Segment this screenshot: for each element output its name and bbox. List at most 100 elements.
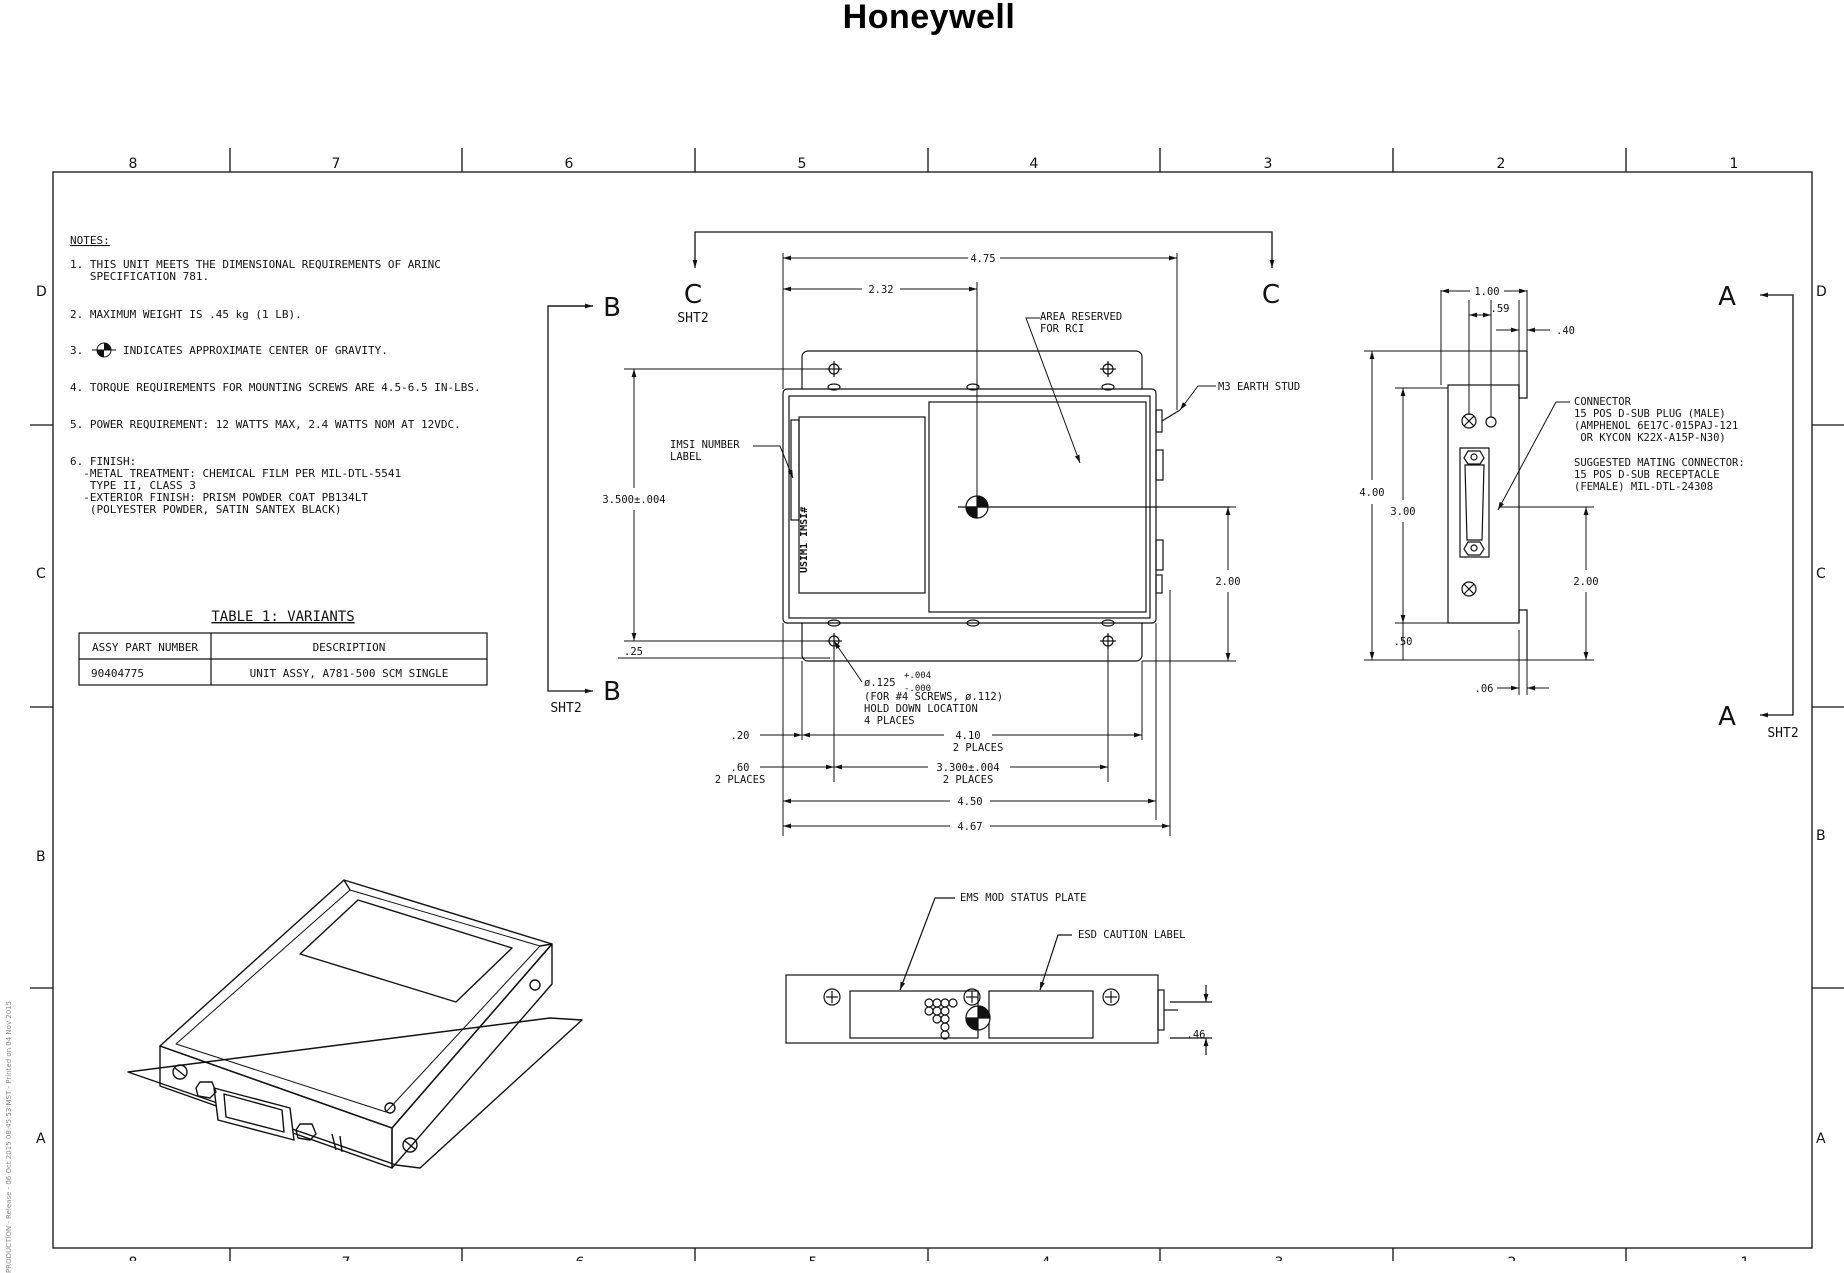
zone-right-a: A [1816,1131,1826,1147]
jackscrew-icon [295,1123,317,1141]
zone-top-1: 1 [1730,156,1739,172]
screw-icon [1461,413,1477,429]
imsi-label-text: USIM1 IMSI# [799,507,810,573]
screw-icon [529,979,541,991]
dim-2-00-side: 2.00 [1573,576,1598,588]
imsi-callout-1: IMSI NUMBER [670,439,740,451]
variants-table: TABLE 1: VARIANTS ASSY PART NUMBER DESCR… [78,609,488,686]
screw-icon [823,988,841,1006]
table-header-part: ASSY PART NUMBER [92,641,198,654]
note-6-line-1: 6. FINISH: [70,455,136,468]
zone-bottom-8: 8 [129,1255,138,1261]
section-a-arrows: A A SHT2 [1718,282,1799,741]
dim-2-32: 2.32 [868,284,893,296]
section-b-bottom: B [603,677,621,707]
dim-4-50: 4.50 [957,796,982,808]
screw-icon [172,1064,188,1080]
dim-4-10-places: 2 PLACES [953,742,1004,754]
section-a-top: A [1718,282,1736,312]
note-1-line-2: SPECIFICATION 781. [70,270,209,283]
zone-bottom-7: 7 [342,1255,351,1261]
imsi-callout-2: LABEL [670,451,702,463]
dim-2-00-top: 2.00 [1215,576,1240,588]
sheet-border [30,148,1844,1261]
zone-bottom-6: 6 [576,1255,585,1261]
table-header-desc: DESCRIPTION [313,641,386,654]
zone-bottom-4: 4 [1042,1255,1051,1261]
honeywell-logo: Honeywell [0,0,1844,40]
screw-icon [963,988,981,1006]
connector-line-2: 15 POS D-SUB PLUG (MALE) [1574,408,1726,420]
section-b-arrows: B B SHT2 [547,293,621,716]
jackscrew-icon [1463,450,1485,465]
hole-note-screws: (FOR #4 SCREWS, ø.112) [864,691,1003,703]
table-cell-part: 90404775 [91,667,144,680]
dim-0-60-places: 2 PLACES [715,774,766,786]
top-view-callouts: AREA RESERVED FOR RCI IMSI NUMBER LABEL … [670,311,1300,479]
section-c-left-sht: SHT2 [677,311,708,326]
brand-name: Honeywell [842,0,1016,36]
side-view-dims: 1.00 .59 .40 4.00 3.00 2.00 .50 .06 [1359,286,1599,695]
rci-callout-1: AREA RESERVED [1040,311,1122,323]
zone-top-6: 6 [565,156,574,172]
hole-dia: ø.125 [864,677,896,689]
zone-top-3: 3 [1264,156,1273,172]
mating-line-1: SUGGESTED MATING CONNECTOR: [1574,457,1745,469]
zone-left-a: A [36,1131,46,1147]
screw-icon [384,1102,396,1114]
zone-right-c: C [1816,566,1826,582]
section-b-top: B [603,293,621,323]
table-cell-desc: UNIT ASSY, A781-500 SCM SINGLE [250,667,449,680]
dim-0-25: .25 [624,646,643,658]
zone-top-8: 8 [129,156,138,172]
screw-icon [1102,988,1120,1006]
screw-icon [402,1137,418,1153]
zone-bottom-1: 1 [1741,1255,1750,1261]
dim-0-59: .59 [1491,303,1510,315]
connector-line-1: CONNECTOR [1574,396,1632,408]
dim-3-300-places: 2 PLACES [943,774,994,786]
zone-labels: 8 7 6 5 4 3 2 1 8 7 6 5 4 3 2 1 D C B A … [36,156,1827,1261]
dim-3-300: 3.300±.004 [936,762,999,774]
jackscrew-icon [1463,541,1485,556]
note-6-line-3: TYPE II, CLASS 3 [70,479,196,492]
front-view [785,897,1212,1055]
zone-left-c: C [36,566,46,582]
jackscrew-icon [195,1081,217,1099]
center-of-gravity-icon [965,1005,991,1031]
top-view-dims: 4.75 2.32 3.500±.004 .25 2.00 .20 4.10 2… [602,253,1241,836]
rci-callout-2: FOR RCI [1040,323,1084,335]
zone-left-b: B [36,849,46,865]
dim-0-40: .40 [1556,325,1575,337]
hold-down-hole-icon [1100,361,1116,377]
zone-top-2: 2 [1497,156,1506,172]
section-c-left: C [684,280,702,310]
zone-bottom-2: 2 [1508,1255,1517,1261]
hole-note-location: HOLD DOWN LOCATION [864,703,978,715]
note-4: 4. TORQUE REQUIREMENTS FOR MOUNTING SCRE… [70,381,481,394]
dim-4-10: 4.10 [955,730,980,742]
dim-0-06: .06 [1475,683,1494,695]
zone-top-7: 7 [332,156,341,172]
dim-3-00: 3.00 [1390,506,1415,518]
hole-note-places: 4 PLACES [864,715,915,727]
d-sub-connector-icon [1459,447,1490,558]
hole-tol-minus: -.000 [904,684,931,694]
zone-bottom-5: 5 [809,1255,818,1261]
note-6-line-5: (POLYESTER POWDER, SATIN SANTEX BLACK) [70,503,342,516]
esd-callout: ESD CAUTION LABEL [1078,929,1185,941]
side-view [1447,350,1528,660]
isometric-view [127,879,583,1169]
top-view: USIM1 IMSI# [782,350,1230,662]
notes-block: NOTES: 1. THIS UNIT MEETS THE DIMENSIONA… [70,234,481,516]
section-a-sht: SHT2 [1767,726,1798,741]
zone-right-b: B [1816,828,1826,844]
dim-0-46: .46 [1187,1029,1206,1041]
screw-icon [1461,581,1477,597]
connector-callout: CONNECTOR 15 POS D-SUB PLUG (MALE) (AMPH… [1574,396,1745,493]
zone-left-d: D [36,284,47,300]
zone-top-5: 5 [798,156,807,172]
dim-0-50: .50 [1394,636,1413,648]
d-sub-connector-icon [213,1087,295,1141]
